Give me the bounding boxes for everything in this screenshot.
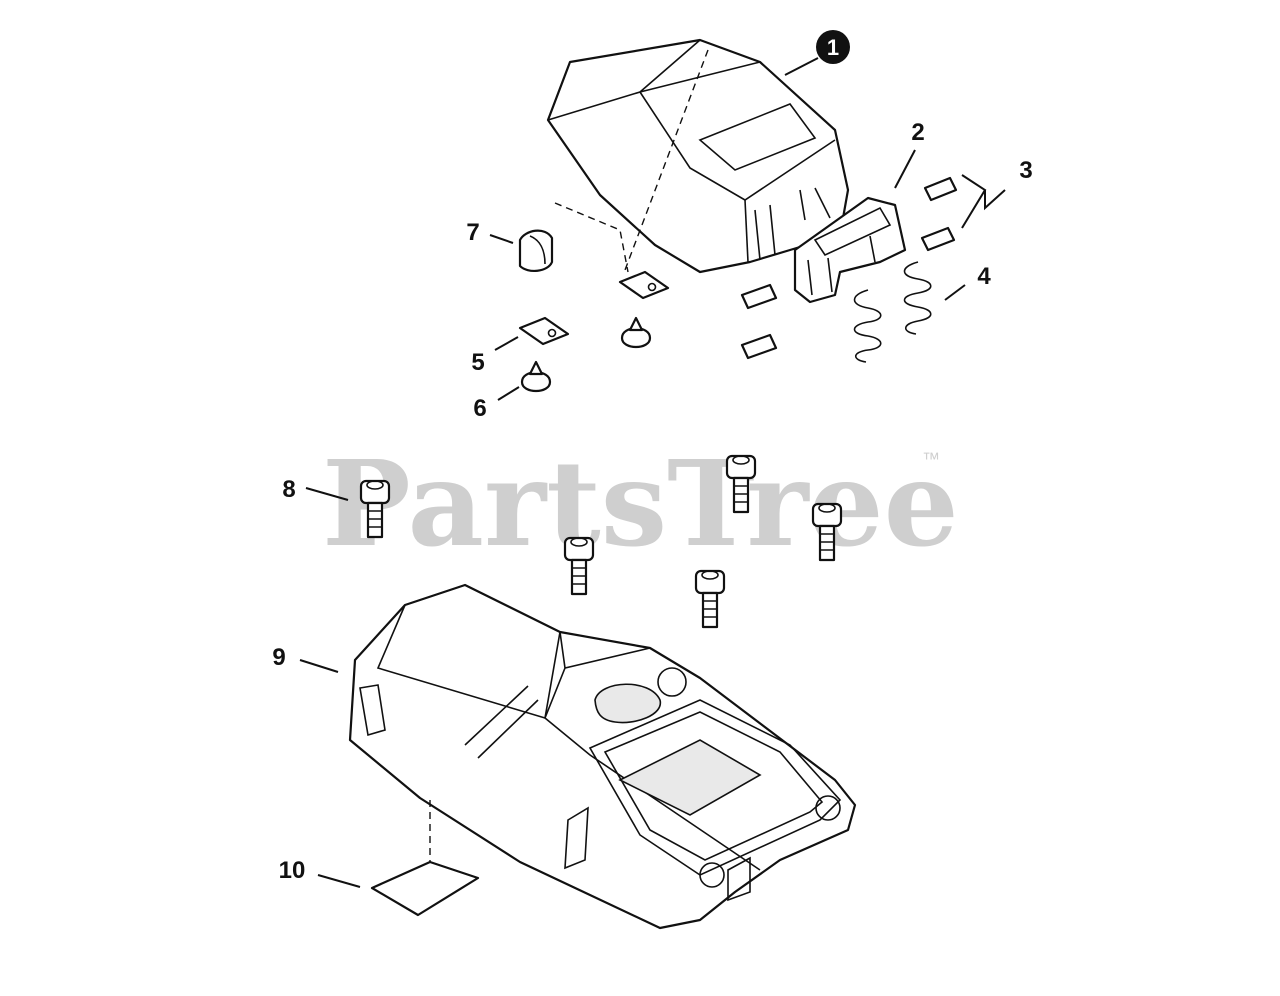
callout-7-label: 7 [466,219,479,246]
callout-10-label: 10 [279,857,306,884]
callout-1-badge [816,30,850,64]
callout-2-label: 2 [911,119,924,146]
leader-lines [299,57,1006,888]
callout-8-label: 8 [282,476,295,503]
callout-4-label: 4 [977,263,991,290]
watermark-trademark: ™ [922,449,940,469]
callout-9-label: 9 [272,644,285,671]
part-base-housing [348,583,857,930]
watermark-text: PartsTree [322,434,959,573]
part-top-cover [546,38,850,274]
part-bolts [359,454,843,629]
part-clips-fasteners [518,270,670,393]
callout-5-label: 5 [471,349,484,376]
callout-6-label: 6 [473,395,486,422]
part-grommet [518,202,629,273]
part-latch [793,196,907,304]
callout-1: 1 [816,30,850,64]
callout-3-label: 3 [1019,157,1032,184]
callout-1-label: 1 [827,35,839,60]
part-pins [740,176,958,360]
part-decal [370,860,480,917]
part-springs [853,261,932,363]
